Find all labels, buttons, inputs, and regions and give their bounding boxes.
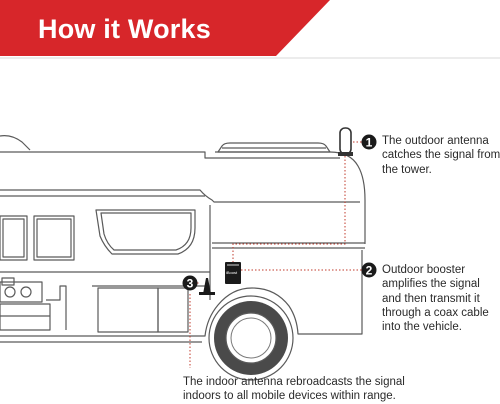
- callout-2-line: amplifies the signal: [382, 278, 480, 291]
- callout-2-line: through a coax cable: [382, 306, 489, 319]
- svg-text:1: 1: [366, 136, 373, 150]
- page-title: How it Works: [38, 14, 211, 44]
- marker-3: 3: [182, 275, 198, 291]
- indoor-antenna-base: [199, 292, 215, 295]
- callout-2-line: and then transmit it: [382, 292, 480, 305]
- indoor-antenna: [203, 278, 211, 294]
- side-window-2-frame: [36, 218, 72, 258]
- callout-1-text: The outdoor antenna catches the signal f…: [382, 134, 500, 177]
- marker-1: 1: [361, 134, 377, 150]
- roof-vent: [217, 142, 331, 153]
- burner-1: [4, 286, 16, 298]
- svg-text:2: 2: [366, 264, 373, 278]
- cable-route: [232, 156, 346, 262]
- callout-3-line: The indoor antenna rebroadcasts the sign…: [183, 376, 405, 388]
- title-banner: [0, 0, 330, 56]
- callout-1-line: catches the signal from: [382, 149, 500, 162]
- kitchen-stove: [0, 281, 43, 303]
- kitchen-cabinet: [0, 303, 51, 331]
- rv-roof-front: [0, 135, 31, 151]
- marker-2: 2: [361, 262, 377, 278]
- rv-roof-line: [0, 151, 340, 159]
- callout-2-line: into the vehicle.: [382, 321, 462, 334]
- callout-1-line: The outdoor antenna: [382, 135, 489, 147]
- rear-wheel: [208, 295, 294, 381]
- front-window: [95, 209, 196, 255]
- callout-3-line: indoors to all mobile devices within ran…: [183, 390, 396, 403]
- side-window-1-frame: [2, 218, 25, 258]
- callout-2-text: Outdoor booster amplifies the signal and…: [382, 263, 489, 334]
- interior-cabinet: [97, 287, 159, 333]
- side-window-2: [33, 215, 75, 261]
- front-window-inner: [100, 212, 192, 251]
- booster-brand-mark: iBoost: [226, 270, 238, 275]
- rv-body-upper: [0, 189, 360, 203]
- signal-booster: [225, 262, 241, 284]
- interior-seat: [46, 285, 67, 330]
- rv-lower-body: [0, 276, 363, 337]
- side-window-1: [0, 215, 28, 261]
- interior-cabinet-2: [157, 287, 189, 333]
- callout-3-text: The indoor antenna rebroadcasts the sign…: [183, 375, 405, 404]
- outdoor-antenna: [338, 127, 353, 156]
- callout-2-line: Outdoor booster: [382, 264, 466, 276]
- burner-2: [20, 286, 32, 298]
- svg-text:3: 3: [187, 277, 194, 291]
- rv-rear-cap: [215, 151, 366, 244]
- kitchen-pot: [1, 277, 15, 286]
- callout-1-line: the tower.: [382, 163, 432, 176]
